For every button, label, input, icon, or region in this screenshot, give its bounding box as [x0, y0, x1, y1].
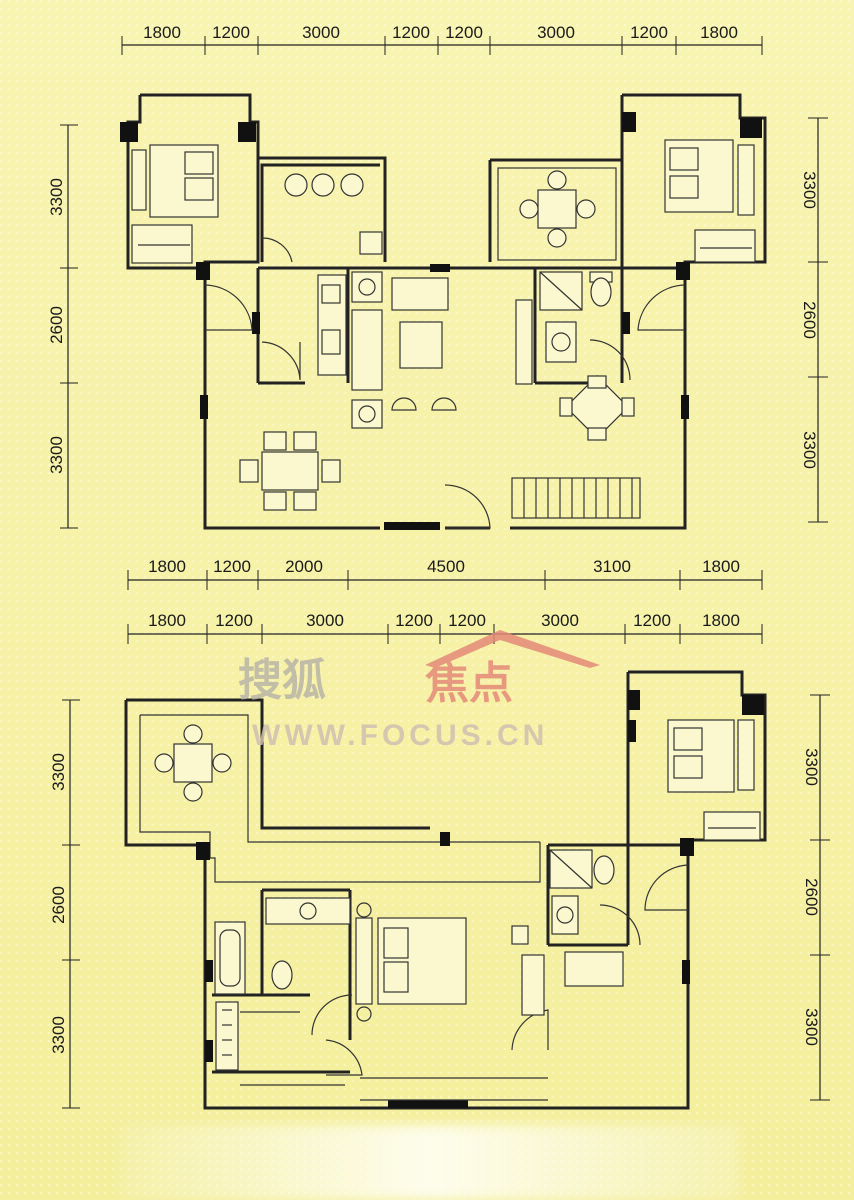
upper-right-dim-1: 3300	[800, 171, 819, 209]
upper-right-dimension-line: 3300 2600 3300	[800, 117, 828, 523]
scan-blur-strip	[120, 1125, 740, 1200]
watermark-focus-text: 焦点	[425, 658, 513, 709]
lower-floor-plan: 1800 1200 3000 1200 1200 3000 1200 1800 …	[49, 611, 830, 1110]
upper-bathroom	[515, 271, 613, 385]
lower-top-dim-6: 3000	[541, 611, 579, 630]
upper-top-dim-4: 1200	[392, 23, 430, 42]
lower-left-dim-1: 3300	[49, 753, 68, 791]
upper-top-dim-6: 3000	[537, 23, 575, 42]
upper-left-dimension-line: 3300 2600 3300	[47, 124, 78, 529]
upper-door-swings	[204, 237, 686, 529]
upper-living-room	[351, 277, 457, 411]
upper-bottom-dimension-line: 1800 1200 2000 4500 3100 1800	[127, 557, 763, 590]
upper-top-dim-5: 1200	[445, 23, 483, 42]
lower-top-dim-3: 3000	[306, 611, 344, 630]
upper-left-balcony-plants	[284, 173, 383, 255]
upper-top-dim-1: 1800	[143, 23, 181, 42]
lower-balcony-railing	[360, 1077, 548, 1101]
upper-bottom-dim-1: 1800	[148, 557, 186, 576]
upper-top-dim-8: 1800	[700, 23, 738, 42]
upper-bottom-dim-2: 1200	[213, 557, 251, 576]
lower-right-dim-1: 3300	[802, 748, 821, 786]
upper-right-dim-2: 2600	[800, 301, 819, 339]
upper-bottom-dim-4: 4500	[427, 557, 465, 576]
lower-terrace-table	[154, 724, 232, 802]
watermark-roof-icon	[425, 630, 600, 668]
lower-right-dim-3: 3300	[802, 1008, 821, 1046]
upper-dining-table	[239, 431, 341, 511]
upper-left-bedroom-furniture	[131, 144, 219, 264]
lower-top-dim-8: 1800	[702, 611, 740, 630]
upper-bottom-dim-5: 3100	[593, 557, 631, 576]
lower-walls	[124, 670, 767, 1110]
lower-master-bathroom	[214, 897, 351, 995]
upper-right-dining-set	[559, 375, 635, 441]
upper-staircase	[511, 477, 641, 519]
lower-top-dim-4: 1200	[395, 611, 433, 630]
lower-left-dim-2: 2600	[49, 886, 68, 924]
lower-door-swings	[311, 864, 689, 1076]
lower-secondary-bathroom	[511, 849, 624, 1016]
upper-floor-plan: 1800 1200 3000 1200 1200 3000 1200 1800 …	[47, 23, 828, 590]
lower-top-dimension-line: 1800 1200 3000 1200 1200 3000 1200 1800	[127, 611, 763, 644]
lower-top-dim-1: 1800	[148, 611, 186, 630]
upper-left-dim-1: 3300	[47, 178, 66, 216]
lower-top-dim-5: 1200	[448, 611, 486, 630]
watermark-sohu-text: 搜狐	[238, 655, 326, 706]
lower-left-dim-3: 3300	[49, 1016, 68, 1054]
lower-walk-in-closet	[215, 1001, 345, 1086]
upper-top-dim-2: 1200	[212, 23, 250, 42]
upper-right-dim-3: 3300	[800, 431, 819, 469]
upper-right-bedroom-furniture	[664, 139, 756, 263]
upper-kitchen	[317, 271, 383, 429]
focus-watermark: 搜狐 焦点 WWW.FOCUS.CN	[238, 630, 600, 752]
upper-left-dim-3: 3300	[47, 436, 66, 474]
lower-master-bed	[355, 902, 467, 1022]
lower-top-dim-2: 1200	[215, 611, 253, 630]
lower-left-dimension-line: 3300 2600 3300	[49, 699, 80, 1109]
upper-top-dimension-line: 1800 1200 3000 1200 1200 3000 1200 1800	[121, 23, 763, 55]
upper-right-balcony-table	[519, 170, 596, 248]
upper-walls	[120, 93, 767, 530]
upper-left-dim-2: 2600	[47, 306, 66, 344]
upper-top-dim-7: 1200	[630, 23, 668, 42]
upper-bottom-dim-6: 1800	[702, 557, 740, 576]
lower-top-dim-7: 1200	[633, 611, 671, 630]
lower-right-dimension-line: 3300 2600 3300	[802, 694, 830, 1101]
lower-right-dim-2: 2600	[802, 878, 821, 916]
watermark-url: WWW.FOCUS.CN	[252, 719, 548, 752]
upper-top-dim-3: 3000	[302, 23, 340, 42]
upper-bottom-dim-3: 2000	[285, 557, 323, 576]
lower-right-bedroom-furniture	[667, 719, 761, 841]
